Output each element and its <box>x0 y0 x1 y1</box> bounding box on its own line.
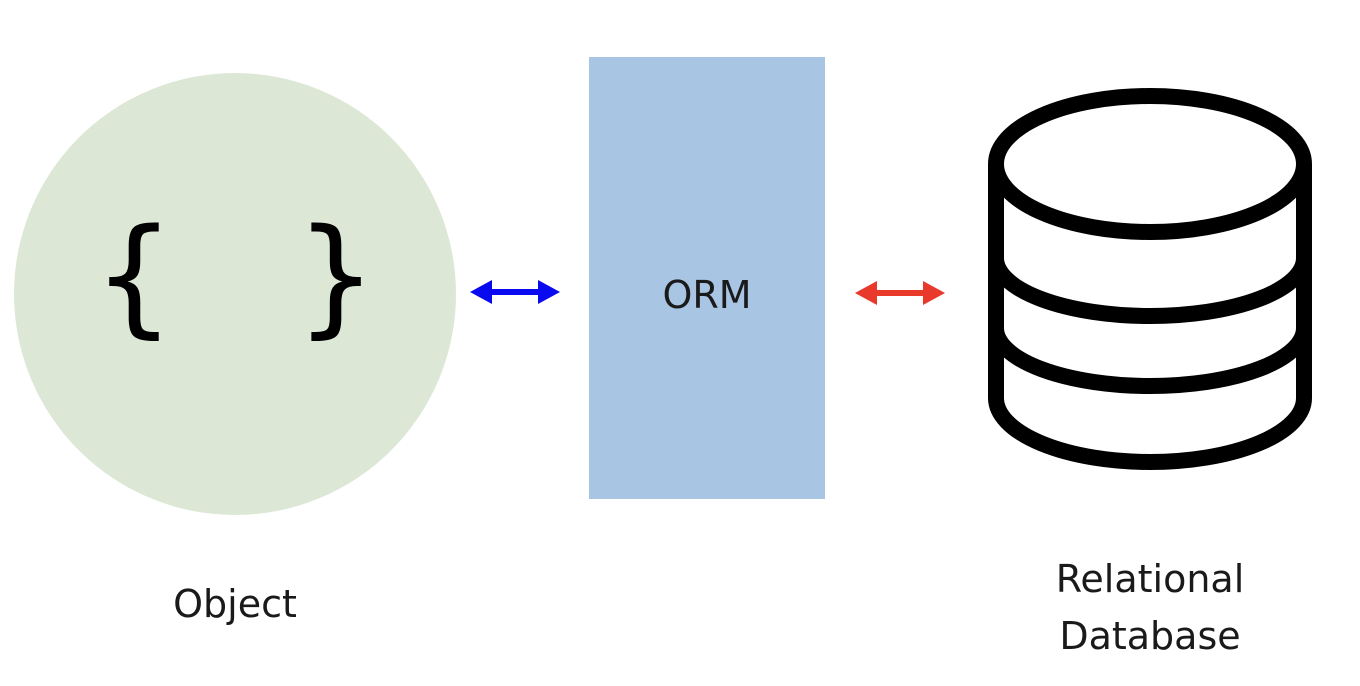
double-arrow-icon <box>470 280 560 304</box>
object-label: Object <box>173 582 297 626</box>
orm-label: ORM <box>662 273 752 317</box>
database-label: Relational Database <box>1000 551 1300 665</box>
database-icon <box>988 88 1312 470</box>
curly-braces-icon: { } <box>93 201 417 351</box>
double-arrow-icon <box>855 281 945 305</box>
database-label-line1: Relational <box>1055 557 1245 601</box>
object-node: { } <box>14 73 456 515</box>
database-label-line2: Database <box>1059 614 1241 658</box>
orm-node: ORM <box>589 57 825 499</box>
